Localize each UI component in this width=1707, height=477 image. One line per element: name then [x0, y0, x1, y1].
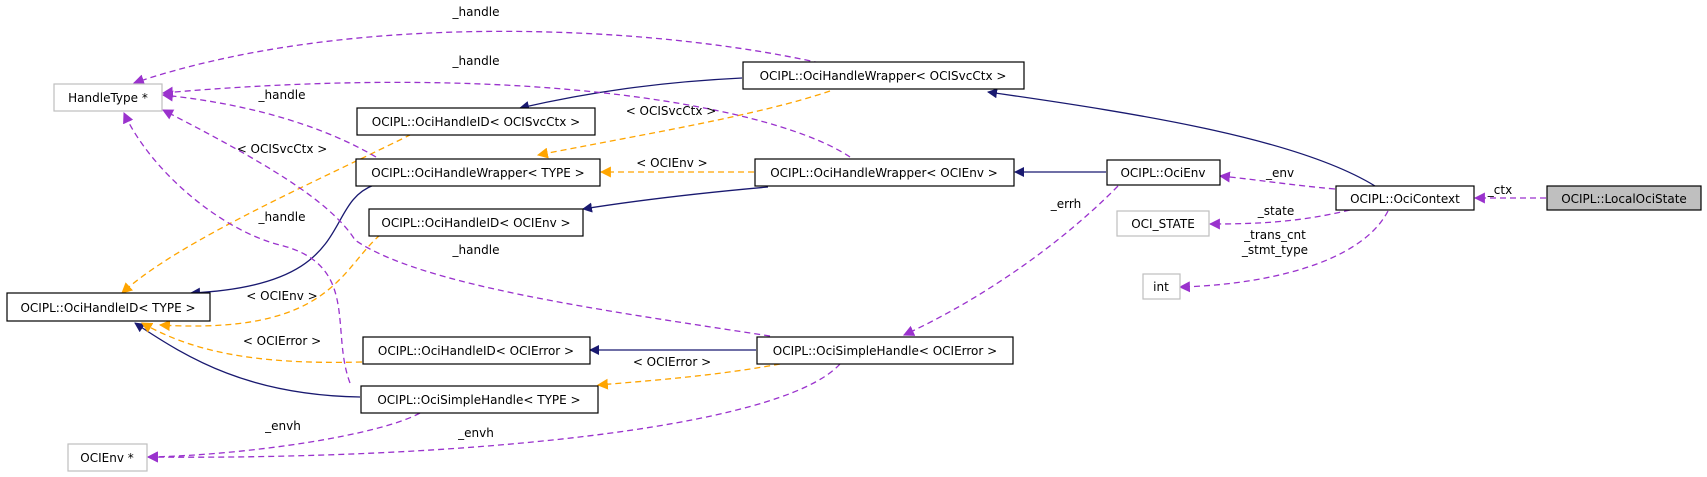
node-label: OCIEnv * [80, 451, 133, 465]
edge-label-state: _state [1257, 204, 1294, 218]
node-oci-context[interactable]: OCIPL::OciContext [1335, 185, 1475, 211]
usage-edge-handle-simple-type [123, 111, 351, 384]
usage-edge-handle-wrapper-env [161, 81, 851, 158]
node-label: int [1153, 280, 1169, 294]
edges [121, 30, 1546, 463]
template-edge-handleid-env-to-handleid-type [158, 234, 381, 332]
node-label: OCIPL::OciSimpleHandle< OCIError > [773, 344, 997, 358]
node-label: OCI_STATE [1131, 217, 1195, 231]
edge-label-tmpl-env-1: < OCIEnv > [636, 156, 707, 170]
usage-edge-env [1218, 171, 1336, 190]
node-handleid-svcctx[interactable]: OCIPL::OciHandleID< OCISvcCtx > [356, 107, 596, 136]
edge-label-envh-2: _envh [457, 426, 494, 440]
usage-edge-envh-simple-type [146, 412, 421, 463]
template-edge-wrapper-svcctx-to-wrapper-type [536, 90, 831, 159]
template-edge-handleid-error-to-handleid-type [141, 322, 363, 364]
node-label: OCIPL::OciHandleID< OCIEnv > [381, 216, 570, 230]
edge-label-envh-1: _envh [264, 419, 301, 433]
edge-label-tmpl-svcctx-2: < OCISvcCtx > [237, 142, 328, 156]
edge-label-trans-cnt: _trans_cnt [1243, 228, 1306, 242]
node-simple-type[interactable]: OCIPL::OciSimpleHandle< TYPE > [360, 385, 599, 414]
inherit-edge-wrapper-type-to-handleid-type [190, 184, 375, 298]
edge-label-env: _env [1265, 166, 1294, 180]
node-handleid-env[interactable]: OCIPL::OciHandleID< OCIEnv > [368, 208, 584, 237]
edge-label-handle-2: _handle [452, 54, 500, 68]
node-label: OCIPL::OciSimpleHandle< TYPE > [377, 393, 580, 407]
node-label: OCIPL::OciHandleWrapper< OCISvcCtx > [760, 69, 1007, 83]
node-handle-type-ptr[interactable]: HandleType * [53, 83, 163, 112]
inherit-edge-context-to-wrapper-svcctx [987, 88, 1376, 187]
edge-label-tmpl-error-1: < OCIError > [243, 334, 321, 348]
usage-edge-handle-wrapper-type [161, 90, 377, 158]
nodes: OCIPL::LocalOciState OCIPL::OciContext O… [6, 61, 1702, 472]
edge-label-handle-3: _handle [258, 88, 306, 102]
inherit-edge-simple-type-to-handleid-type [134, 322, 361, 398]
edge-label-tmpl-env-2: < OCIEnv > [246, 289, 317, 303]
template-edge-simple-error-to-simple-type [596, 363, 781, 390]
edge-label-stmt-type: _stmt_type [1241, 243, 1308, 257]
edge-label-handle-4: _handle [258, 210, 306, 224]
edge-label-tmpl-svcctx-1: < OCISvcCtx > [626, 104, 717, 118]
node-label: OCIPL::OciHandleWrapper< TYPE > [371, 166, 584, 180]
node-oci-env[interactable]: OCIPL::OciEnv [1106, 159, 1221, 186]
node-local-oci-state[interactable]: OCIPL::LocalOciState [1546, 185, 1702, 211]
usage-edge-state [1208, 209, 1351, 230]
node-simple-error[interactable]: OCIPL::OciSimpleHandle< OCIError > [756, 336, 1014, 365]
node-handleid-type[interactable]: OCIPL::OciHandleID< TYPE > [6, 292, 211, 322]
edge-label-handle-1: _handle [452, 5, 500, 19]
node-label: OCIPL::OciHandleID< OCISvcCtx > [372, 115, 580, 129]
usage-edge-trans-cnt-stmt-type [1178, 210, 1389, 293]
node-label: OCIPL::OciHandleWrapper< OCIEnv > [770, 166, 998, 180]
edge-label-tmpl-error-2: < OCIError > [633, 355, 711, 369]
node-label: OCIPL::OciHandleID< TYPE > [20, 301, 195, 315]
node-label: OCIPL::LocalOciState [1561, 192, 1687, 206]
node-label: OCIPL::OciEnv [1120, 166, 1205, 180]
usage-edge-handle-top [132, 30, 821, 86]
inherit-edge-wrapper-env-to-handleid-env [582, 186, 769, 213]
node-label: HandleType * [68, 91, 148, 105]
node-wrapper-env[interactable]: OCIPL::OciHandleWrapper< OCIEnv > [754, 158, 1015, 187]
inherit-edge-wrapper-svcctx-to-handleid-svcctx [519, 77, 743, 111]
node-oci-env-ptr[interactable]: OCIEnv * [67, 443, 148, 472]
edge-labels: _ctx _env _state _trans_cnt _stmt_type _… [237, 5, 1513, 440]
edge-label-errh: _errh [1050, 197, 1081, 211]
node-wrapper-svcctx[interactable]: OCIPL::OciHandleWrapper< OCISvcCtx > [742, 61, 1025, 90]
edge-label-handle-5: _handle [452, 243, 500, 257]
usage-edge-errh [903, 185, 1119, 336]
node-int[interactable]: int [1142, 273, 1181, 300]
node-oci-state[interactable]: OCI_STATE [1116, 210, 1210, 237]
node-label: OCIPL::OciHandleID< OCIError > [378, 344, 574, 358]
node-wrapper-type[interactable]: OCIPL::OciHandleWrapper< TYPE > [355, 158, 601, 187]
node-label: OCIPL::OciContext [1350, 192, 1460, 206]
template-edge-handleid-svcctx-to-handleid-type [121, 129, 421, 294]
usage-edge-handle-simple-error [162, 109, 771, 337]
edge-label-ctx: _ctx [1487, 183, 1512, 197]
node-handleid-error[interactable]: OCIPL::OciHandleID< OCIError > [362, 336, 591, 365]
